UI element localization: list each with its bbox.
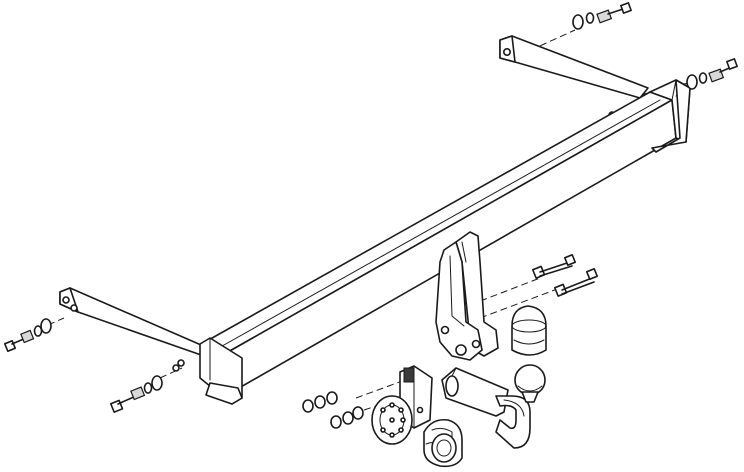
- nut-washer-set-lower: [302, 391, 364, 429]
- electrical-socket: [371, 395, 413, 445]
- socket-rubber-seal: [423, 418, 463, 468]
- tow-ball-neck: [441, 364, 546, 449]
- bolt-set-ball-mount: [531, 253, 599, 297]
- bolt-set-top: [572, 2, 632, 30]
- bolt-set-right: [686, 58, 738, 90]
- bolt-set-left-lower: [109, 375, 163, 413]
- left-mounting-bracket: [59, 287, 243, 405]
- tow-ball-cap: [511, 305, 547, 356]
- bolt-set-left: [3, 318, 52, 353]
- assembly-guide-lines: [47, 29, 689, 411]
- center-ball-mount-bracket: [435, 231, 499, 361]
